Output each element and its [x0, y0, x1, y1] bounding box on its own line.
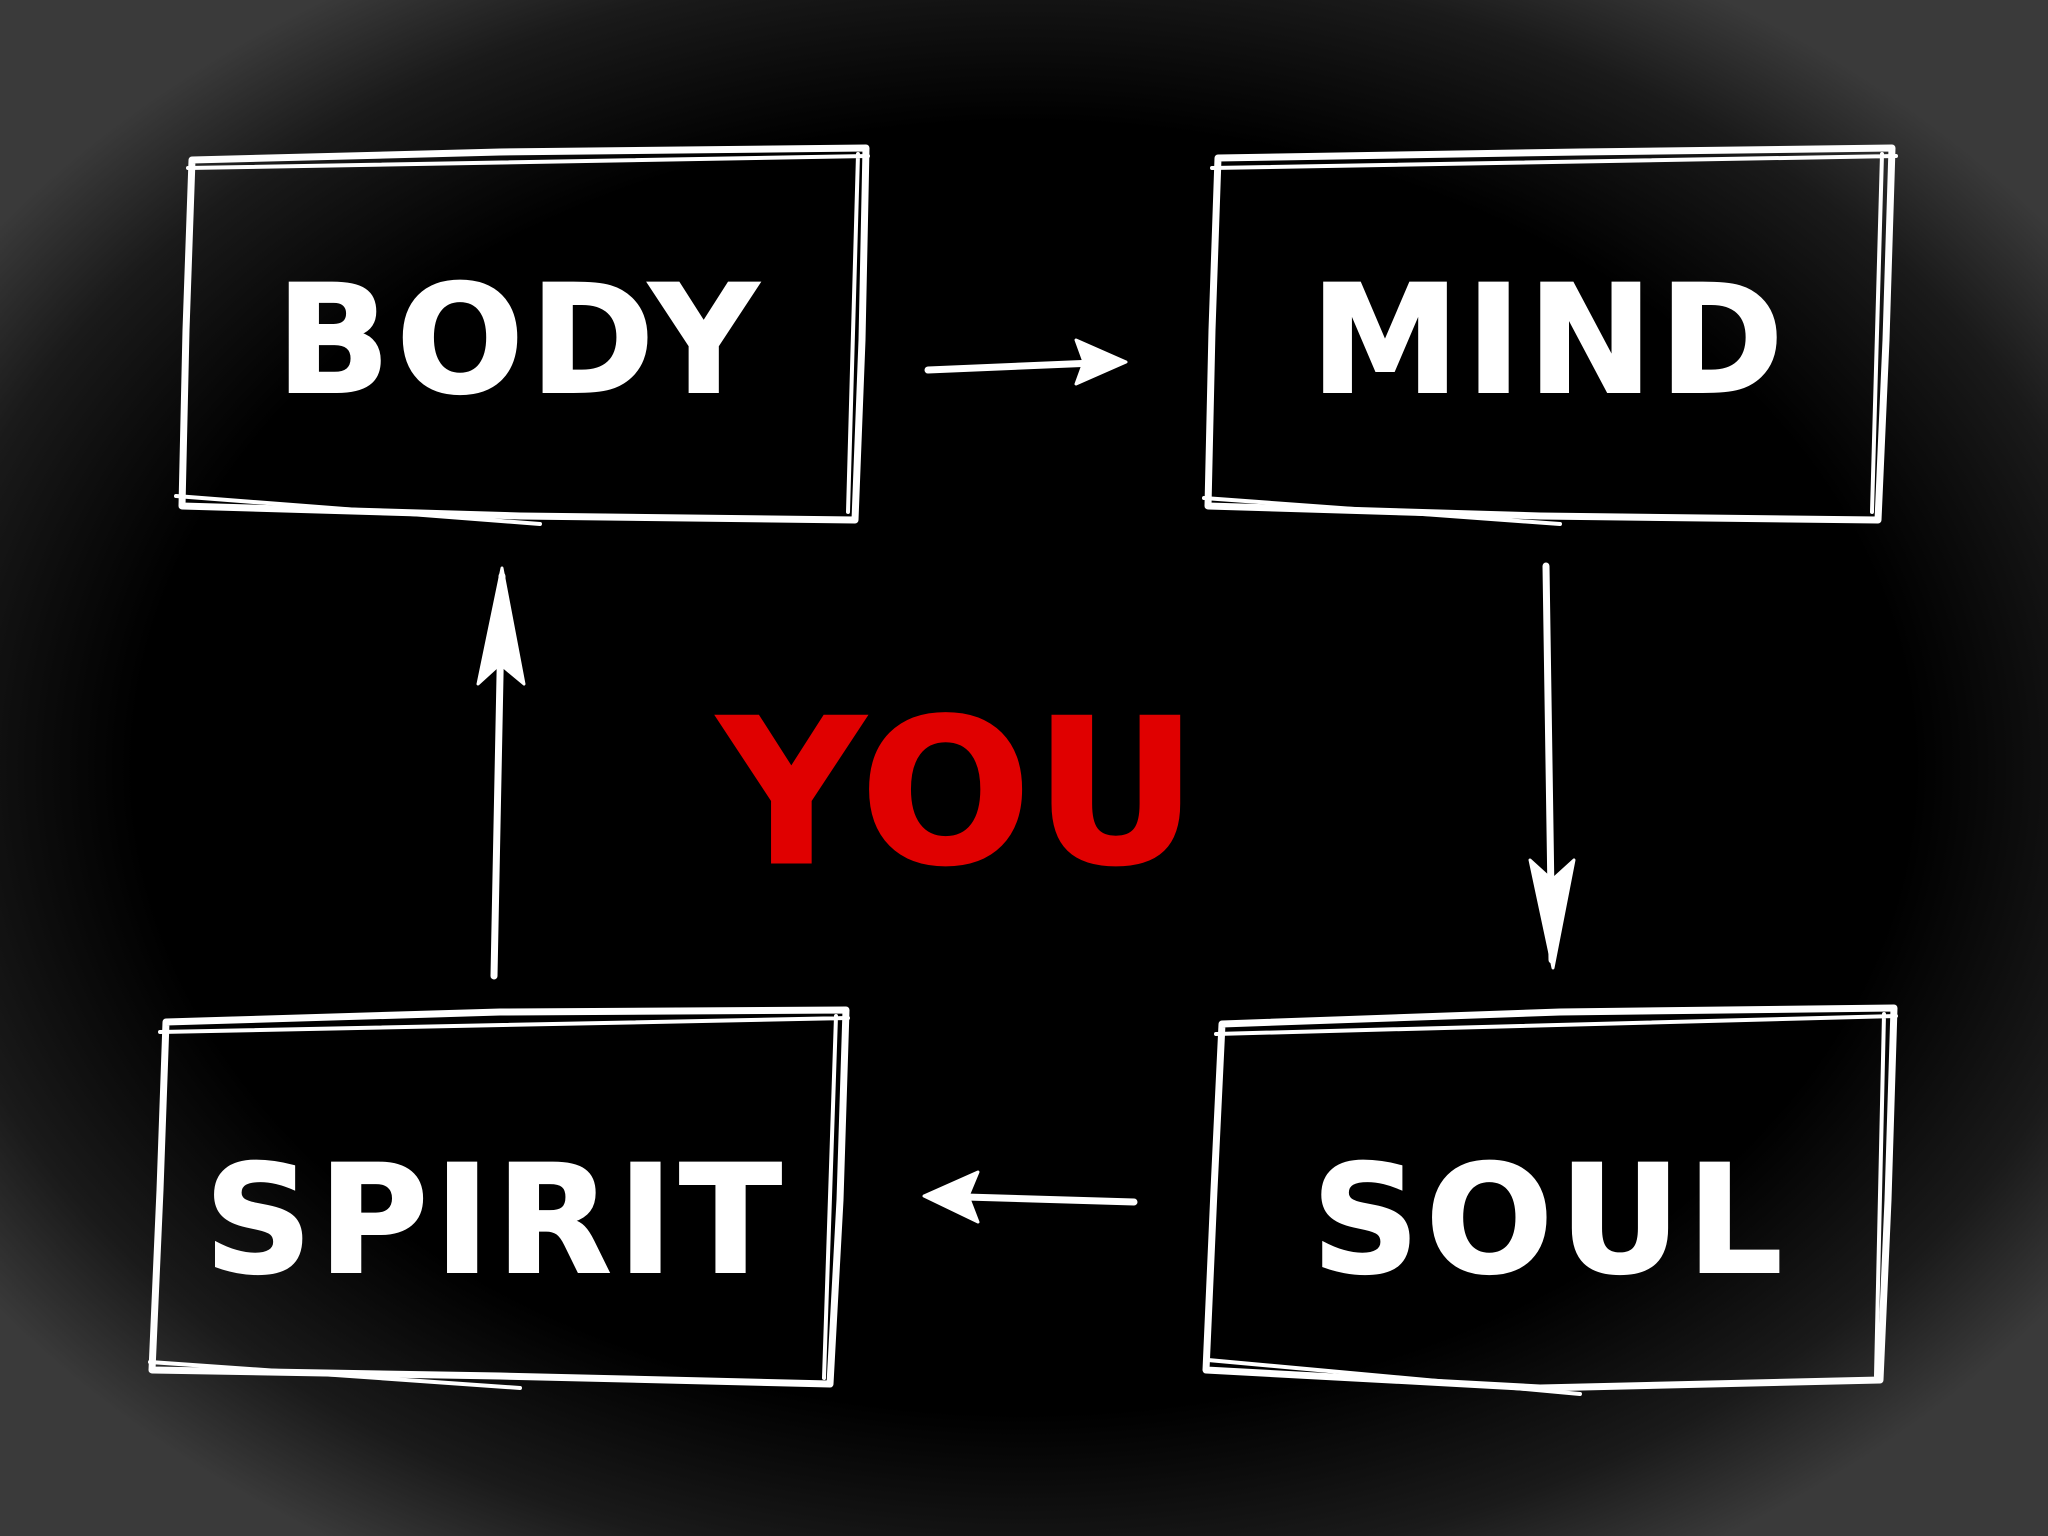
- box-spirit-label: SPIRIT: [204, 1134, 787, 1308]
- box-body-outline-echo: [174, 152, 870, 526]
- box-body-label: BODY: [276, 254, 764, 428]
- box-mind-outline: [1204, 144, 1896, 524]
- box-body-outline: [178, 144, 870, 524]
- arrow-body-to-mind: [924, 338, 1128, 386]
- box-soul-label: SOUL: [1312, 1134, 1789, 1308]
- center-label-you: YOU: [717, 677, 1201, 910]
- arrow-mind-to-soul: [1528, 562, 1576, 970]
- box-soul: SOUL: [1202, 1004, 1898, 1396]
- box-mind: MIND: [1202, 144, 1898, 526]
- box-mind-label: MIND: [1310, 254, 1789, 428]
- box-spirit-outline: [148, 1006, 850, 1388]
- box-mind-outline-echo: [1202, 152, 1898, 526]
- arrow-soul-to-spirit: [922, 1170, 1138, 1224]
- box-spirit: SPIRIT: [148, 1006, 850, 1390]
- box-soul-outline: [1202, 1004, 1898, 1392]
- box-body: BODY: [174, 144, 870, 526]
- arrow-spirit-to-body: [476, 566, 526, 980]
- box-spirit-outline-echo: [148, 1014, 850, 1390]
- box-soul-outline-echo: [1206, 1012, 1898, 1396]
